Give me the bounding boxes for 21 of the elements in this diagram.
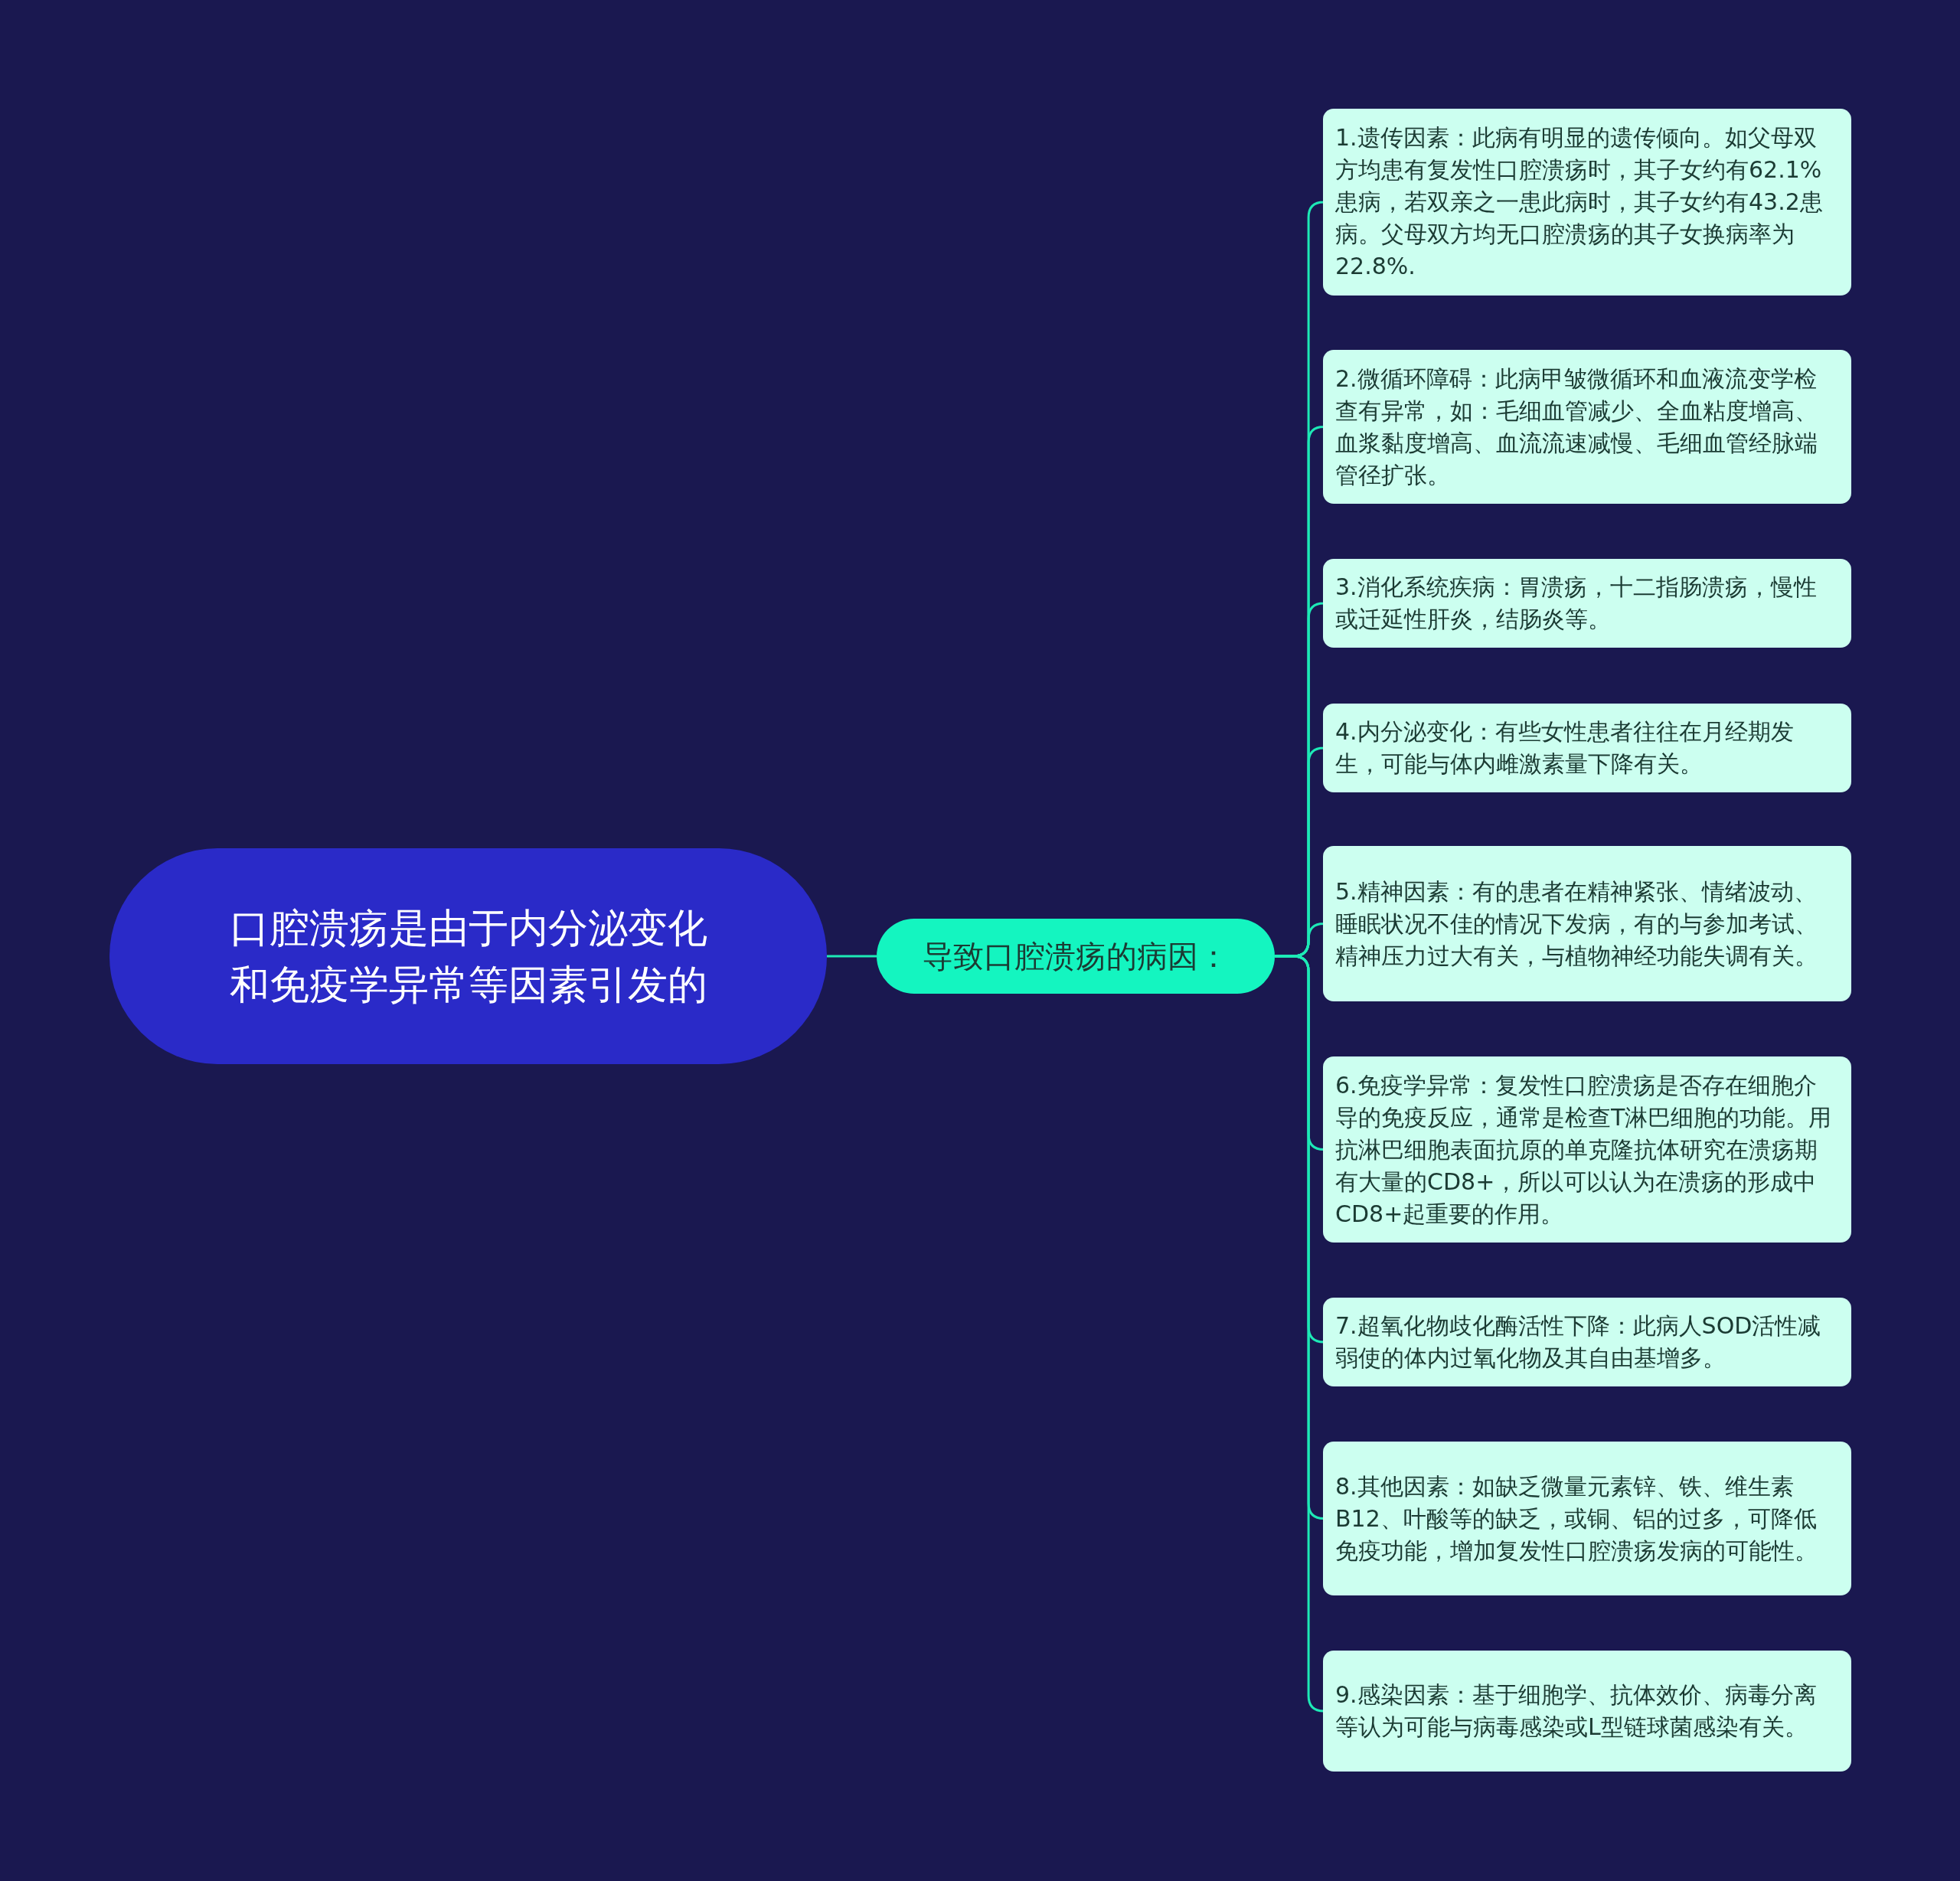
node-text: 4.内分泌变化：有些女性患者往往在月经期发生，可能与体内雌激素量下降有关。 bbox=[1335, 717, 1795, 779]
connector-line bbox=[827, 955, 877, 958]
cause-card bbox=[1323, 1651, 1851, 1772]
node-text: 6.免疫学异常：复发性口腔溃疡是否存在细胞介导的免疫反应，通常是检查T淋巴细胞的功能。用抗淋巴细胞表面抗原的单克隆抗体研究在溃疡期有大量的CD8+，所以可以认为在溃疡的形成中CD8+起重要的作用。 bbox=[1335, 1070, 1833, 1229]
cause-card bbox=[1323, 559, 1851, 648]
cause-card bbox=[1323, 350, 1851, 504]
node-text: 导致口腔溃疡的病因： bbox=[923, 938, 1229, 975]
node-text: 1.遗传因素：此病有明显的遗传倾向。如父母双方均患有复发性口腔溃疡时，其子女约有62.1%患病，若双亲之一患此病时，其子女约有43.2患病。父母双方均无口腔溃疡的其子女换病率为22.8%. bbox=[1335, 123, 1824, 281]
node-text: 口腔溃疡是由于内分泌变化和免疫学异常等因素引发的 bbox=[228, 904, 708, 1009]
cause-card bbox=[1323, 1442, 1851, 1595]
cause-card bbox=[1323, 1298, 1851, 1386]
cause-card bbox=[1323, 704, 1851, 792]
cause-card bbox=[1323, 109, 1851, 296]
node-text: 3.消化系统疾病：胃溃疡，十二指肠溃疡，慢性或迁延性肝炎，结肠炎等。 bbox=[1335, 573, 1818, 634]
node-text: 8.其他因素：如缺乏微量元素锌、铁、维生素B12、叶酸等的缺乏，或铜、铝的过多，可降低免疫功能，增加复发性口腔溃疡发病的可能性。 bbox=[1335, 1471, 1818, 1566]
node-text: 7.超氧化物歧化酶活性下降：此病人SOD活性减弱使的体内过氧化物及其自由基增多。 bbox=[1335, 1311, 1822, 1373]
cause-card bbox=[1323, 1056, 1851, 1243]
node-text: 2.微循环障碍：此病甲皱微循环和血液流变学检查有异常，如：毛细血管减少、全血粘度增高、血浆黏度增高、血流流速减慢、毛细血管经脉端管径扩张。 bbox=[1335, 364, 1818, 490]
node-text: 9.感染因素：基于细胞学、抗体效价、病毒分离等认为可能与病毒感染或L型链球菌感染有关。 bbox=[1335, 1680, 1818, 1742]
cause-card bbox=[1323, 846, 1851, 1001]
node-text: 5.精神因素：有的患者在精神紧张、情绪波动、睡眠状况不佳的情况下发病，有的与参加考试、精神压力过大有关，与植物神经功能失调有关。 bbox=[1335, 877, 1818, 971]
